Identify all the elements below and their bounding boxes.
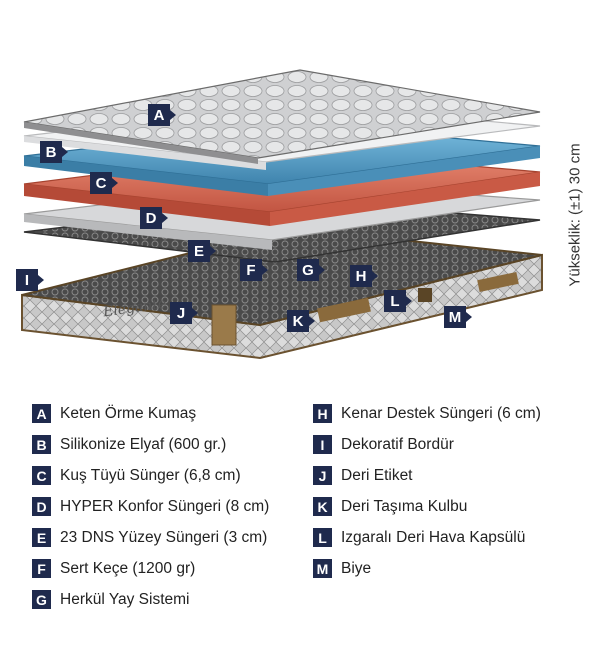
legend-text: Herkül Yay Sistemi <box>60 590 190 608</box>
legend-item-h: H Kenar Destek Süngeri (6 cm) <box>313 398 541 429</box>
legend-item-a: A Keten Örme Kumaş <box>32 398 269 429</box>
legend-text: Keten Örme Kumaş <box>60 404 197 422</box>
legend-item-k: K Deri Taşıma Kulbu <box>313 491 541 522</box>
tag-a: A <box>148 104 176 126</box>
legend-text: Kenar Destek Süngeri (6 cm) <box>341 404 541 422</box>
legend-text: Deri Etiket <box>341 466 413 484</box>
legend-text: Biye <box>341 559 372 577</box>
legend-text: Deri Taşıma Kulbu <box>341 497 468 515</box>
legend-item-e: E 23 DNS Yüzey Süngeri (3 cm) <box>32 522 269 553</box>
legend-left: A Keten Örme Kumaş B Silikonize Elyaf (600… <box>32 398 269 615</box>
legend-letter: I <box>313 435 332 454</box>
tag-l: L <box>384 290 412 312</box>
tag-f: F <box>240 259 268 281</box>
legend-item-i: I Dekoratif Bordür <box>313 429 541 460</box>
legend-letter: C <box>32 466 51 485</box>
tag-j: J <box>170 302 198 324</box>
legend-letter: G <box>32 590 51 609</box>
legend-letter: L <box>313 528 332 547</box>
legend-letter: M <box>313 559 332 578</box>
legend-text: Silikonize Elyaf (600 gr.) <box>60 435 227 453</box>
legend-item-g: G Herkül Yay Sistemi <box>32 584 269 615</box>
mattress-diagram: Elegante A B C D E F G H I J K L M Yükse… <box>16 69 584 360</box>
air-vent <box>418 288 432 302</box>
legend-letter: H <box>313 404 332 423</box>
legend-letter: J <box>313 466 332 485</box>
tag-k: K <box>287 310 315 332</box>
legend-text: HYPER Konfor Süngeri (8 cm) <box>60 497 270 515</box>
legend-item-m: M Biye <box>313 553 541 584</box>
legend-text: Dekoratif Bordür <box>341 435 454 453</box>
legend-item-f: F Sert Keçe (1200 gr) <box>32 553 269 584</box>
mattress-layers-illustration <box>21 69 543 360</box>
tag-c: C <box>90 172 118 194</box>
legend-letter: D <box>32 497 51 516</box>
tag-g: G <box>297 259 325 281</box>
legend-item-c: C Kuş Tüyü Sünger (6,8 cm) <box>32 460 269 491</box>
legend-letter: K <box>313 497 332 516</box>
tag-h: H <box>350 265 378 287</box>
carry-handle-2 <box>477 271 519 293</box>
legend-item-d: D HYPER Konfor Süngeri (8 cm) <box>32 491 269 522</box>
legend-item-j: J Deri Etiket <box>313 460 541 491</box>
legend-right: H Kenar Destek Süngeri (6 cm) I Dekoratif … <box>313 398 541 584</box>
legend-text: Izgaralı Deri Hava Kapsülü <box>341 528 526 546</box>
legend-item-l: L Izgaralı Deri Hava Kapsülü <box>313 522 541 553</box>
legend-text: 23 DNS Yüzey Süngeri (3 cm) <box>60 528 268 546</box>
legend-text: Sert Keçe (1200 gr) <box>60 559 196 577</box>
tag-m: M <box>444 306 472 328</box>
legend-letter: A <box>32 404 51 423</box>
tag-d: D <box>140 207 168 229</box>
legend-letter: F <box>32 559 51 578</box>
height-label: Yükseklik: (±1) 30 cm <box>566 143 584 287</box>
leather-label-patch <box>211 304 237 346</box>
legend-text: Kuş Tüyü Sünger (6,8 cm) <box>60 466 241 484</box>
carry-handle <box>317 297 371 323</box>
legend-item-b: B Silikonize Elyaf (600 gr.) <box>32 429 269 460</box>
tag-i: I <box>16 269 44 291</box>
legend-letter: B <box>32 435 51 454</box>
tag-e: E <box>188 240 216 262</box>
tag-b: B <box>40 141 68 163</box>
legend-letter: E <box>32 528 51 547</box>
